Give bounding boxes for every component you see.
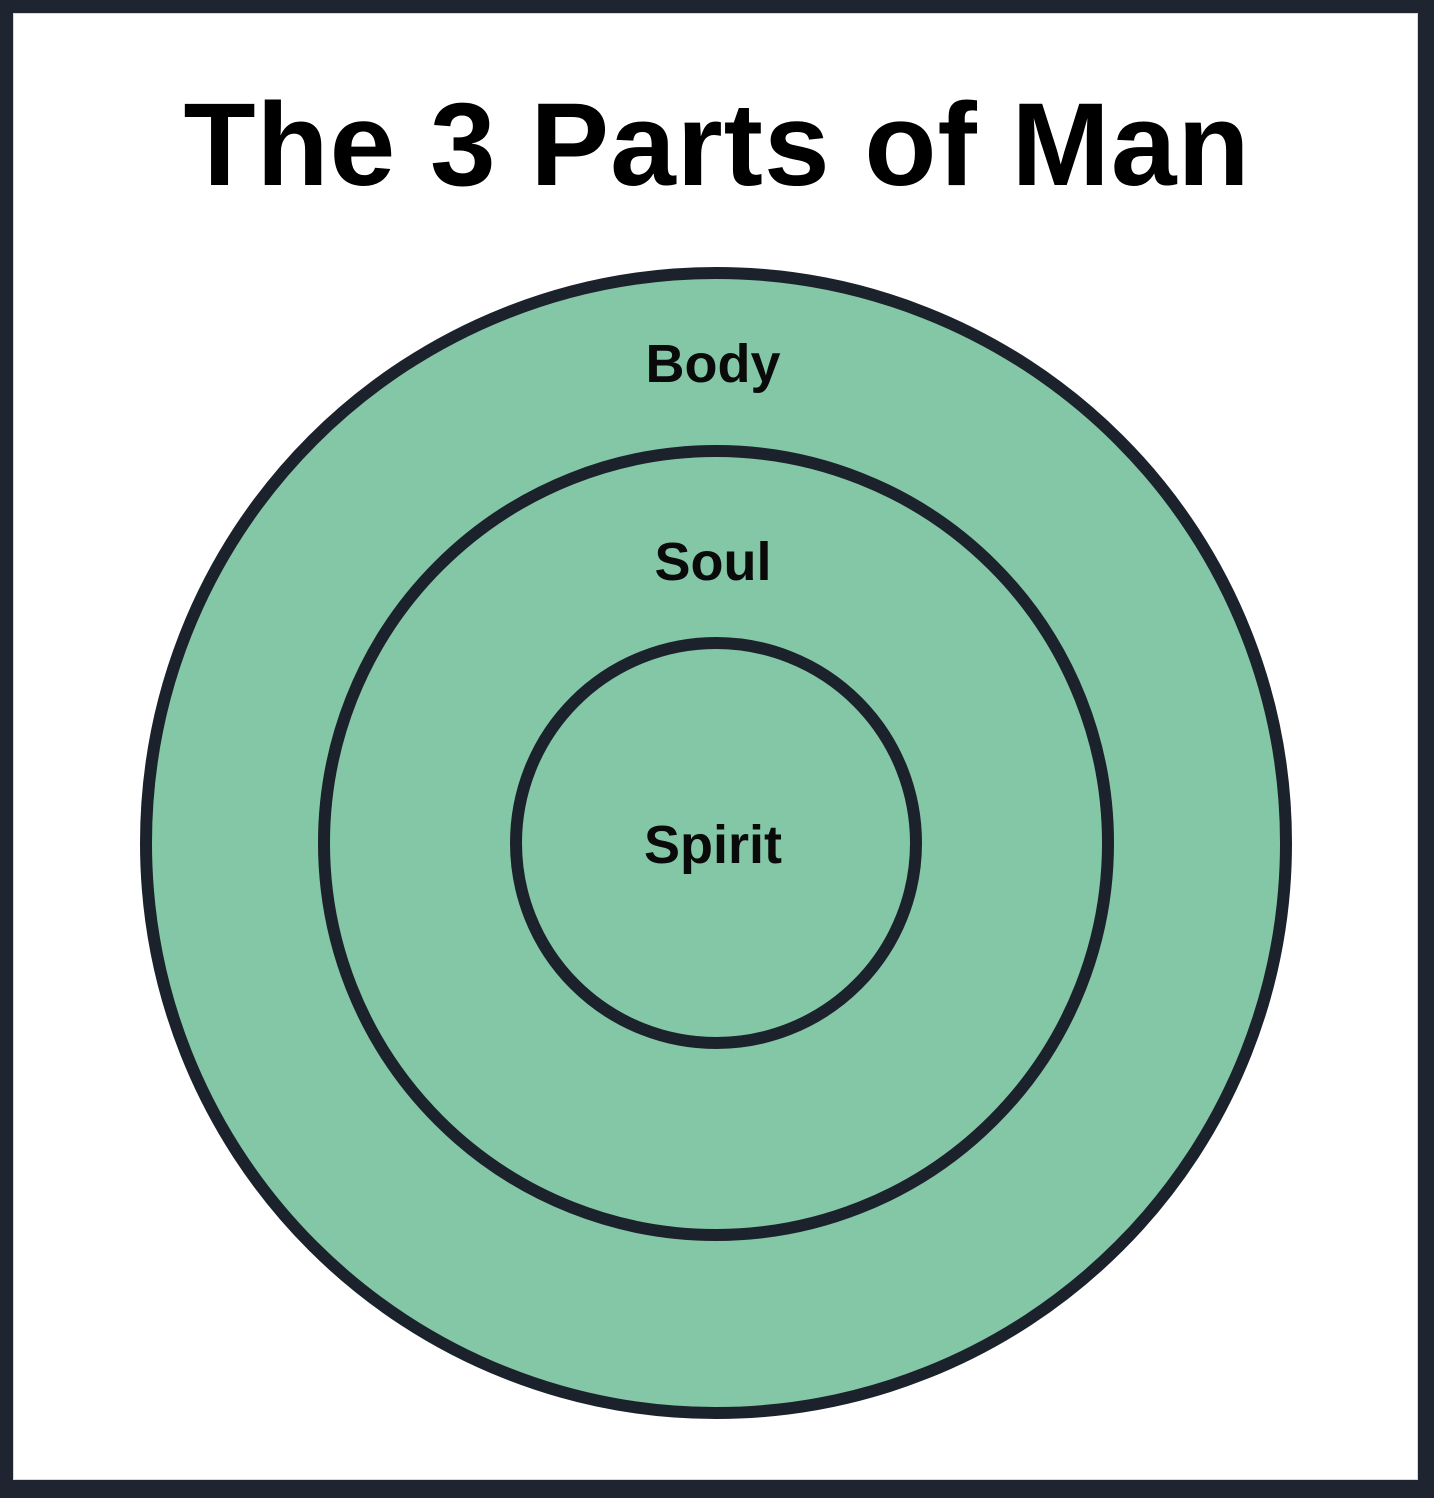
body-label: Body (646, 334, 781, 394)
inner-circle-spirit (510, 637, 922, 1049)
spirit-label: Spirit (644, 815, 782, 875)
soul-label: Soul (655, 532, 772, 592)
diagram-title: The 3 Parts of Man (183, 79, 1251, 211)
